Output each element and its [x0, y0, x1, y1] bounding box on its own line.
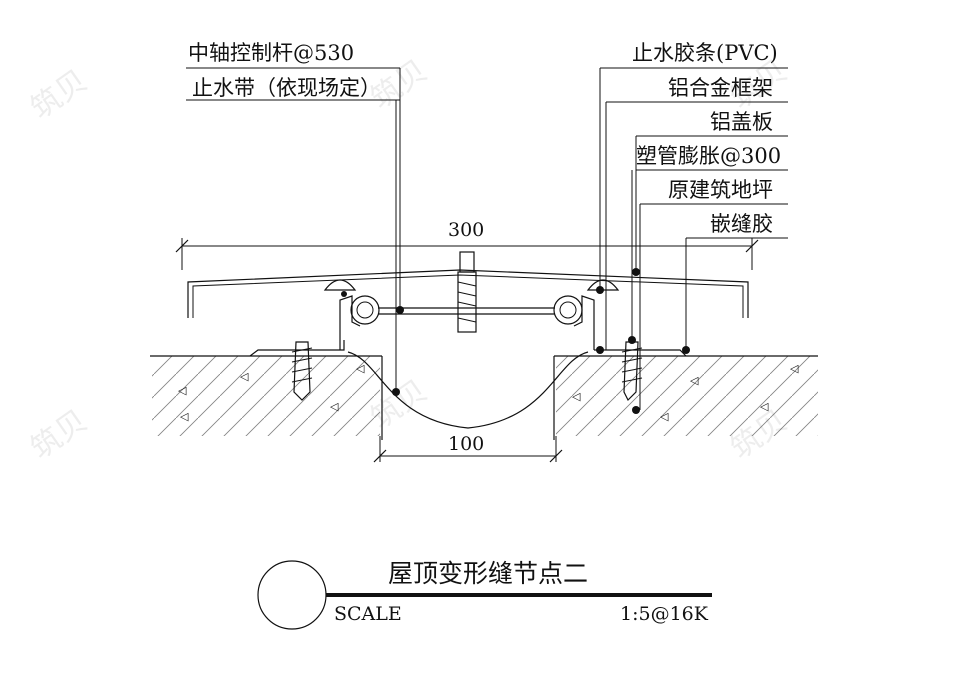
expansion-anchor-right — [621, 341, 643, 402]
label-pvc-strip: 止水胶条(PVC) — [632, 41, 778, 65]
label-anchor: 塑管膨胀@300 — [636, 144, 781, 168]
svg-text:◁: ◁ — [178, 385, 187, 397]
label-center-rod: 中轴控制杆@530 — [188, 41, 354, 65]
svg-text:◁: ◁ — [180, 411, 189, 423]
waterstop-band-curve — [347, 351, 589, 429]
alloy-frame-left — [249, 279, 380, 357]
drawing-title: 屋顶变形缝节点二 — [388, 559, 588, 588]
scale-label: SCALE — [334, 603, 402, 625]
floor-slab-right: ◁ ◁ ◁ ◁ ◁ — [553, 355, 818, 440]
svg-text:◁: ◁ — [240, 371, 249, 383]
svg-text:◁: ◁ — [330, 401, 339, 413]
svg-text:◁: ◁ — [760, 401, 769, 413]
expansion-anchor-left — [291, 341, 313, 401]
leaders-left — [186, 67, 404, 396]
scale-value: 1:5@16K — [620, 603, 709, 625]
svg-text:◁: ◁ — [690, 375, 699, 387]
dimension-bottom-value: 100 — [448, 433, 484, 455]
leaders-right — [596, 67, 788, 414]
svg-text:◁: ◁ — [660, 411, 669, 423]
title-block: 屋顶变形缝节点二 SCALE 1:5@16K — [257, 559, 712, 630]
dimension-top-value: 300 — [448, 219, 484, 241]
center-rod-assembly — [378, 251, 555, 333]
dimension-bottom: 100 — [373, 433, 563, 463]
svg-text:◁: ◁ — [790, 363, 799, 375]
label-cover-plate: 铝盖板 — [710, 110, 773, 134]
dimension-top: 300 — [175, 219, 759, 270]
label-sealant: 嵌缝胶 — [710, 212, 773, 236]
alloy-frame-right — [553, 279, 687, 357]
svg-text:◁: ◁ — [356, 363, 365, 375]
label-alloy-frame: 铝合金框架 — [668, 76, 773, 100]
label-floor-base: 原建筑地坪 — [668, 178, 773, 202]
svg-text:◁: ◁ — [572, 391, 581, 403]
label-waterstop-band: 止水带（依现场定） — [192, 76, 381, 100]
floor-slab-left: ◁ ◁ ◁ ◁ ◁ — [150, 355, 383, 440]
watermark: 筑贝 — [25, 63, 94, 126]
watermark: 筑贝 — [25, 403, 94, 466]
